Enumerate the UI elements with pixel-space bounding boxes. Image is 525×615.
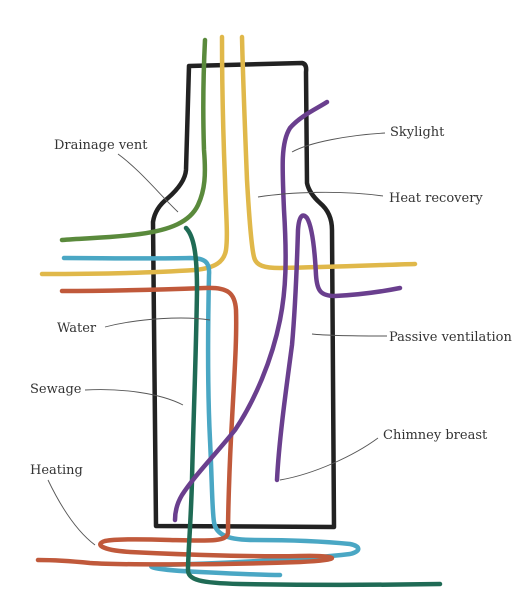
heat-recovery-pipe-a <box>39 34 230 277</box>
drainage-vent-pipe <box>59 37 208 243</box>
chimney-breast-pipe <box>274 213 403 483</box>
leader-drainage-vent <box>117 153 179 213</box>
label-passive-ventilation: Passive ventilation <box>389 330 512 345</box>
label-water: Water <box>57 321 97 336</box>
skylight-pipe <box>172 99 330 523</box>
label-sewage: Sewage <box>30 382 82 397</box>
label-chimney-breast: Chimney breast <box>383 428 488 443</box>
leader-sewage <box>84 389 184 406</box>
leader-passive-ventilation <box>311 333 388 337</box>
leader-heat-recovery <box>257 191 384 198</box>
heating-pipe <box>35 285 335 567</box>
heat-recovery-pipe-b <box>239 34 418 271</box>
label-heat-recovery: Heat recovery <box>389 191 483 206</box>
sewage-pipe <box>183 225 443 587</box>
leader-heating <box>47 479 96 546</box>
label-drainage-vent: Drainage vent <box>54 138 148 153</box>
leader-chimney-breast <box>279 437 379 481</box>
label-heating: Heating <box>30 463 83 478</box>
leader-water <box>104 317 211 328</box>
building-outline <box>150 60 337 530</box>
label-skylight: Skylight <box>390 125 445 140</box>
leader-skylight <box>291 132 386 153</box>
